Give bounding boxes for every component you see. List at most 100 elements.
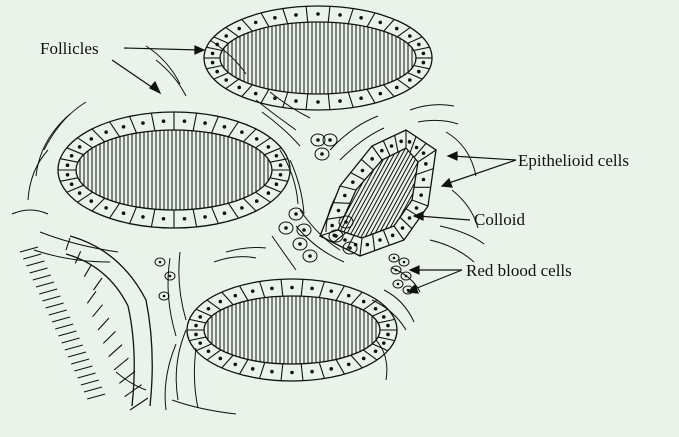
nucleus bbox=[362, 300, 366, 304]
follicle-top-colloid bbox=[220, 20, 416, 96]
nucleus bbox=[417, 70, 421, 74]
nucleus bbox=[141, 215, 145, 219]
nucleus bbox=[403, 261, 406, 264]
nucleus bbox=[207, 349, 211, 353]
nucleus bbox=[275, 182, 279, 186]
nucleus bbox=[338, 13, 342, 17]
nucleus bbox=[255, 137, 259, 141]
nucleus bbox=[218, 357, 222, 361]
epithelioid-arrow-1 bbox=[448, 152, 516, 160]
nucleus bbox=[284, 226, 288, 230]
nucleus bbox=[348, 246, 352, 250]
follicle-top bbox=[204, 6, 432, 110]
nucleus bbox=[104, 130, 108, 134]
nucleus bbox=[294, 13, 298, 17]
nucleus bbox=[237, 27, 241, 31]
nucleus bbox=[362, 357, 366, 361]
edge-hatch-line bbox=[52, 317, 70, 322]
nucleus bbox=[343, 194, 347, 198]
nucleus bbox=[198, 315, 202, 319]
follicle-cells bbox=[58, 6, 506, 410]
nucleus bbox=[211, 52, 215, 56]
nucleus bbox=[330, 224, 334, 228]
nucleus bbox=[159, 261, 162, 264]
nucleus bbox=[419, 193, 423, 197]
edge-hatch-line bbox=[55, 324, 73, 329]
nucleus bbox=[233, 363, 237, 367]
nucleus bbox=[415, 146, 419, 150]
nucleus bbox=[424, 162, 428, 166]
nucleus bbox=[370, 157, 374, 161]
nucleus bbox=[382, 341, 386, 345]
nucleus bbox=[329, 289, 333, 293]
nucleus bbox=[422, 151, 426, 155]
nucleus bbox=[351, 180, 355, 184]
follicles-arrow-1 bbox=[124, 46, 204, 54]
follicle-bottom-colloid bbox=[204, 294, 380, 366]
follicle-left bbox=[58, 112, 290, 228]
nucleus bbox=[408, 140, 412, 144]
nucleus bbox=[66, 163, 70, 167]
nucleus bbox=[194, 333, 198, 337]
nucleus bbox=[401, 226, 405, 230]
nucleus bbox=[183, 217, 187, 221]
edge-hatch-line bbox=[65, 345, 83, 350]
nucleus bbox=[393, 257, 396, 260]
nucleus bbox=[397, 283, 400, 286]
nucleus bbox=[290, 286, 294, 290]
nucleus bbox=[254, 21, 258, 25]
nucleus bbox=[395, 269, 398, 272]
nucleus bbox=[254, 92, 258, 96]
nucleus bbox=[163, 295, 166, 298]
nucleus bbox=[223, 125, 227, 129]
nucleus bbox=[66, 173, 70, 177]
edge-hatch-line bbox=[84, 387, 102, 392]
nucleus bbox=[104, 206, 108, 210]
nucleus bbox=[320, 152, 324, 156]
follicles-arrow-2 bbox=[112, 60, 160, 93]
nucleus bbox=[215, 70, 219, 74]
nucleus bbox=[359, 16, 363, 20]
nucleus bbox=[267, 191, 271, 195]
nucleus bbox=[70, 182, 74, 186]
label-leaders bbox=[112, 46, 516, 293]
nucleus bbox=[70, 154, 74, 158]
nucleus bbox=[337, 209, 341, 213]
edge-hatch-line bbox=[74, 366, 92, 371]
nucleus bbox=[374, 307, 378, 311]
nucleus bbox=[240, 130, 244, 134]
rbc-arrow-2 bbox=[408, 270, 462, 293]
nucleus bbox=[366, 243, 370, 247]
nucleus bbox=[169, 275, 172, 278]
nucleus bbox=[294, 99, 298, 103]
follicle-right-colloid bbox=[290, 140, 506, 250]
nucleus bbox=[122, 125, 126, 129]
nucleus bbox=[89, 199, 93, 203]
nucleus bbox=[379, 21, 383, 25]
nucleus bbox=[162, 217, 166, 221]
nucleus bbox=[279, 173, 283, 177]
nucleus bbox=[302, 228, 306, 232]
nucleus bbox=[343, 238, 347, 242]
nucleus bbox=[298, 242, 302, 246]
nucleus bbox=[379, 92, 383, 96]
nucleus bbox=[224, 34, 228, 38]
nucleus bbox=[390, 144, 394, 148]
edge-hatch-line bbox=[33, 275, 51, 280]
nucleus bbox=[347, 294, 351, 298]
nucleus bbox=[267, 145, 271, 149]
nucleus bbox=[316, 138, 320, 142]
edge-hatch-line bbox=[23, 254, 41, 259]
nucleus bbox=[415, 206, 419, 210]
nucleus bbox=[408, 34, 412, 38]
nucleus bbox=[203, 121, 207, 125]
follicle-left-colloid bbox=[76, 128, 272, 212]
nucleus bbox=[378, 238, 382, 242]
follicle-left-epithelium bbox=[58, 112, 290, 228]
label-follicles: Follicles bbox=[40, 39, 99, 58]
nucleus bbox=[382, 315, 386, 319]
nucleus bbox=[380, 149, 384, 153]
nucleus bbox=[422, 178, 426, 182]
nucleus bbox=[395, 86, 399, 90]
